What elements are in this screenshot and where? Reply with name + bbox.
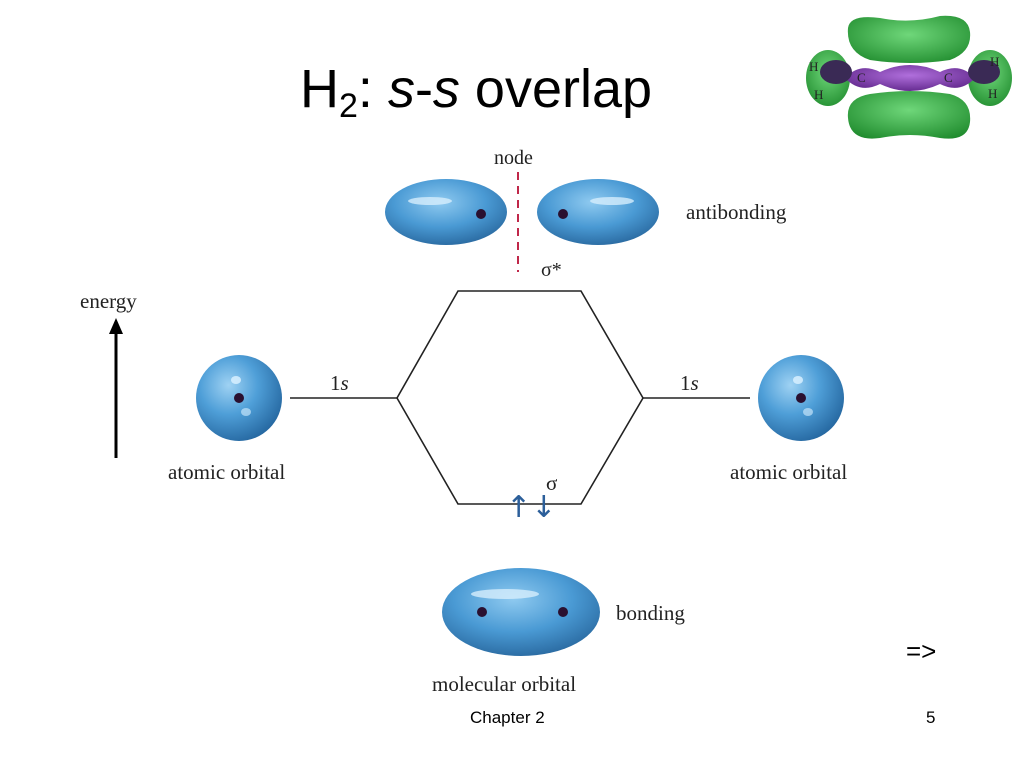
left-atomic-orbital (196, 355, 282, 441)
ethene-h-top-right: H (990, 54, 999, 69)
ethene-h-bottom-left: H (814, 87, 823, 102)
sigma-label: σ (546, 471, 557, 495)
electron-pair-icon: ↑↓ (506, 490, 556, 525)
mo-level-lines (290, 290, 750, 505)
energy-arrow-head (109, 318, 123, 334)
ethene-c-right: C (944, 70, 953, 85)
ethene-h-bottom-right: H (988, 86, 997, 101)
left-atomic-orbital-label: atomic orbital (168, 460, 285, 484)
ethene-orbital-image: H H C C H H (806, 15, 1012, 139)
right-atomic-orbital (758, 355, 844, 441)
right-atomic-orbital-label: atomic orbital (730, 460, 847, 484)
ethene-c-left: C (857, 70, 866, 85)
next-slide-link[interactable]: => (906, 636, 937, 666)
footer-page-number: 5 (926, 708, 936, 727)
slide-title: H2: s-s overlap (300, 59, 653, 125)
node-label: node (494, 147, 533, 169)
sigma-star-label: σ* (541, 259, 562, 281)
right-1s-label: 1s (680, 371, 699, 395)
left-1s-label: 1s (330, 371, 349, 395)
footer-chapter: Chapter 2 (470, 708, 545, 727)
molecular-orbital-label: molecular orbital (432, 672, 576, 696)
antibonding-orbital (385, 179, 659, 245)
bonding-orbital (442, 568, 600, 656)
antibonding-label: antibonding (686, 200, 787, 224)
energy-label: energy (80, 289, 137, 313)
bonding-label: bonding (616, 601, 685, 625)
ethene-h-top-left: H (809, 59, 818, 74)
